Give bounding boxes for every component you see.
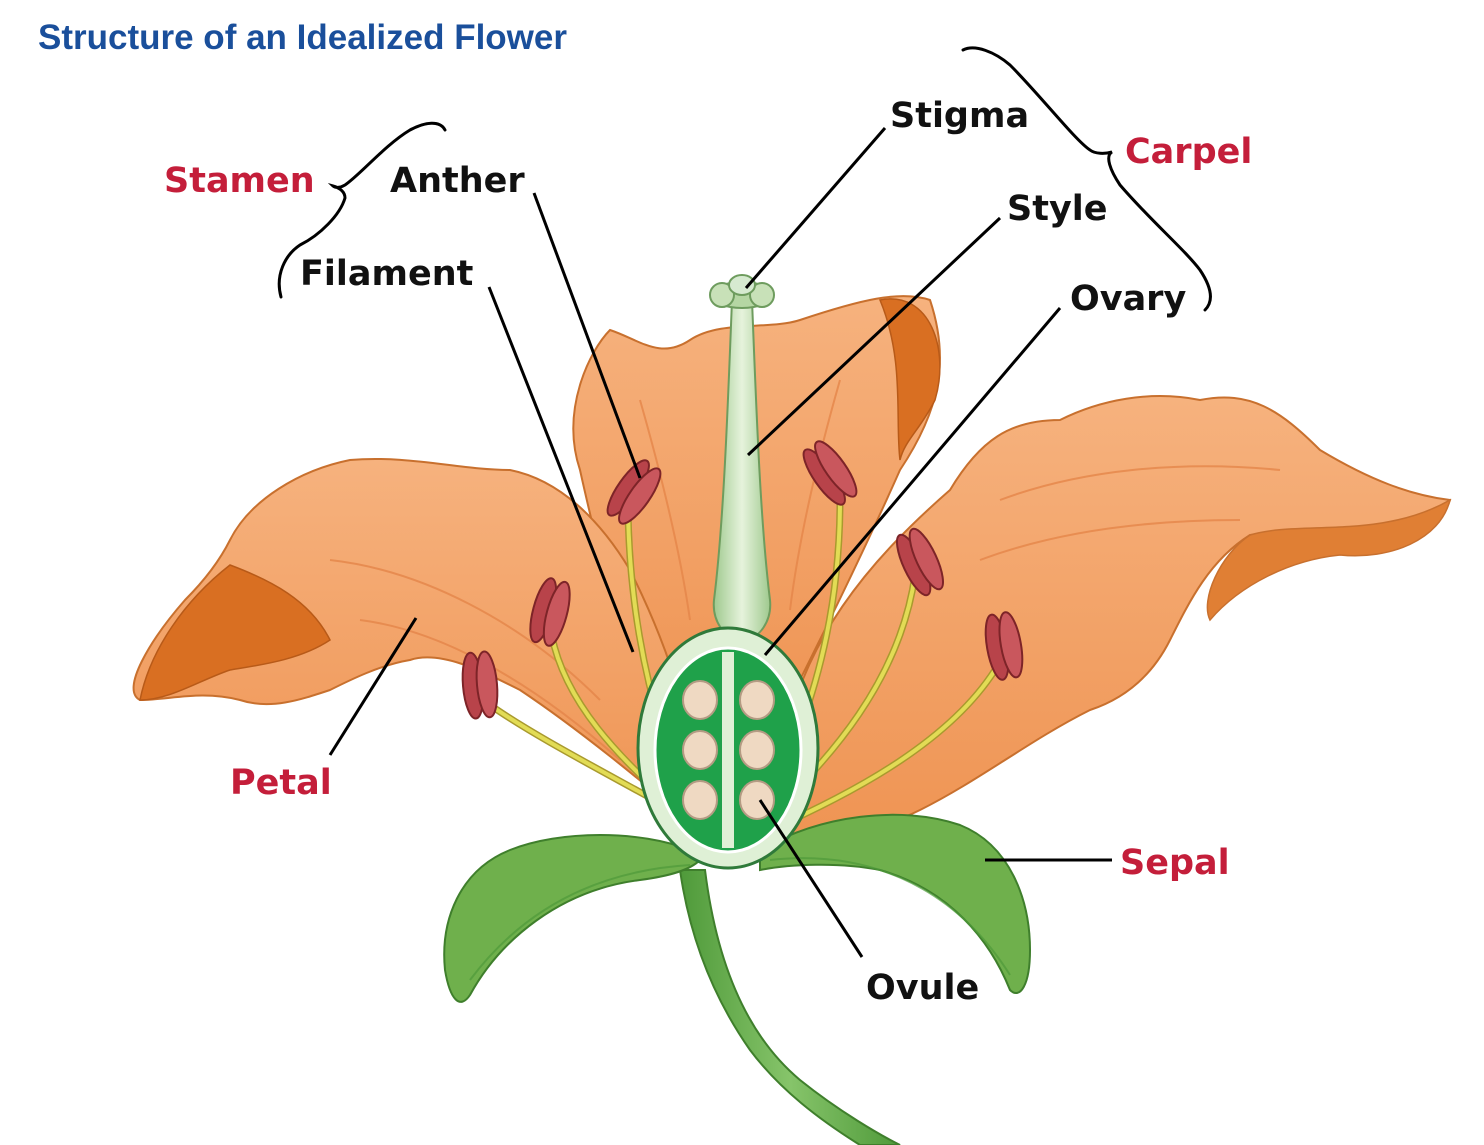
- leader-ovary: [763, 307, 1062, 656]
- label-petal: Petal: [230, 763, 332, 803]
- ovary-septum: [722, 652, 734, 848]
- anthers: [461, 440, 1024, 720]
- leader-ovule: [758, 799, 864, 958]
- label-style: Style: [1007, 189, 1108, 229]
- leader-petal: [328, 617, 418, 756]
- petal-right-underside: [1206, 498, 1452, 622]
- label-stamen: Stamen: [164, 161, 315, 201]
- sepal-right: [759, 813, 1032, 995]
- braces: [277, 46, 1212, 312]
- leader-style: [746, 216, 1002, 457]
- leader-stigma: [744, 127, 887, 289]
- stamen-brace: [277, 121, 447, 299]
- leader-anther: [532, 192, 642, 479]
- label-stigma: Stigma: [890, 96, 1030, 136]
- label-filament: Filament: [300, 254, 474, 294]
- stigma: [709, 274, 775, 309]
- petal-left-underside: [139, 564, 331, 701]
- ovules: [682, 680, 775, 820]
- petal-left: [132, 457, 702, 833]
- label-ovule: Ovule: [866, 968, 980, 1008]
- sepal-veins: [469, 857, 1011, 981]
- petal-veins: [329, 379, 1281, 761]
- carpel-brace: [961, 46, 1212, 312]
- petal-back-fold: [878, 298, 941, 461]
- sepal-left: [443, 834, 702, 1003]
- label-sepal: Sepal: [1120, 843, 1230, 883]
- label-anther: Anther: [390, 161, 525, 201]
- leader-lines: [328, 127, 1112, 958]
- label-ovary: Ovary: [1070, 279, 1187, 319]
- label-carpel: Carpel: [1125, 132, 1253, 172]
- leader-filament: [487, 286, 635, 653]
- diagram-title: Structure of an Idealized Flower: [38, 18, 567, 57]
